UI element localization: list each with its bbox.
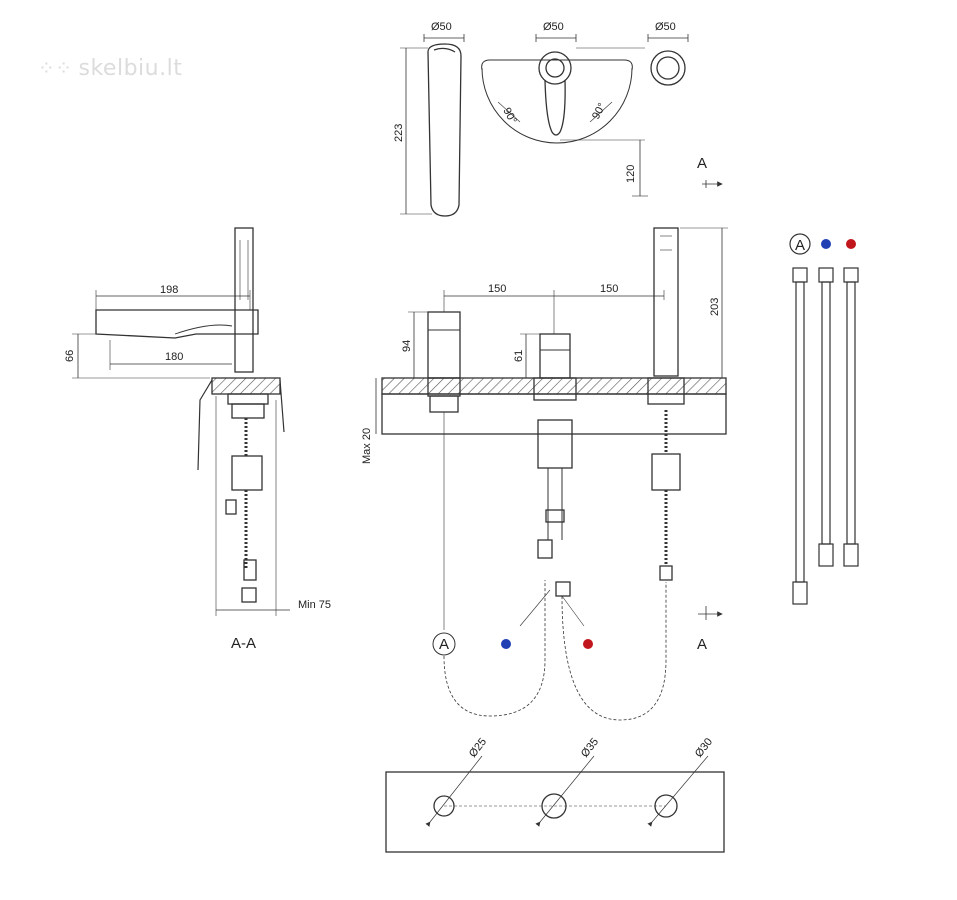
cold-water-dot [501, 639, 511, 649]
section-mark-a-bottom: A [697, 636, 707, 653]
dim-dia-50-right: Ø50 [655, 21, 676, 33]
front-view [375, 227, 728, 721]
dim-94: 94 [401, 340, 413, 352]
dim-203: 203 [709, 298, 721, 316]
dim-dia-50-mid: Ø50 [543, 21, 564, 33]
dim-61: 61 [513, 350, 525, 362]
dim-150-right: 150 [600, 283, 618, 295]
watermark-logo-icon: ⁘⁘ [38, 56, 73, 80]
dim-198: 198 [160, 284, 178, 296]
hoses-legend [789, 233, 859, 605]
dim-dia-25: Ø25 [467, 736, 489, 760]
watermark-text: skelbiu.lt [78, 56, 183, 81]
spout-side-view [400, 34, 465, 217]
dim-66: 66 [64, 350, 76, 362]
drill-template [385, 755, 725, 853]
hot-water-dot [583, 639, 593, 649]
dim-120: 120 [625, 165, 637, 183]
dim-max-20: Max 20 [361, 428, 373, 464]
dim-dia-30: Ø30 [693, 736, 715, 760]
dim-dia-50-left: Ø50 [431, 21, 452, 33]
section-label-a-a: A-A [231, 635, 256, 652]
legend-hot-dot [846, 239, 856, 249]
section-mark-a-top-view: A [697, 155, 707, 172]
legend-hose-a: A [795, 237, 805, 254]
hand-shower-holder-top-view [647, 34, 689, 86]
dim-angle-right: 90° [590, 101, 608, 121]
hose-marker-a: A [439, 636, 449, 653]
dim-150-left: 150 [488, 283, 506, 295]
legend-cold-dot [821, 239, 831, 249]
watermark: ⁘⁘skelbiu.lt [38, 56, 182, 81]
dim-angle-left: 90° [500, 106, 518, 126]
top-view [400, 34, 723, 217]
section-a-a [72, 227, 290, 616]
dim-223: 223 [393, 124, 405, 142]
lever-top-view [481, 34, 648, 197]
dim-180: 180 [165, 351, 183, 363]
dim-dia-35: Ø35 [579, 736, 601, 760]
dim-min-75: Min 75 [298, 599, 331, 611]
